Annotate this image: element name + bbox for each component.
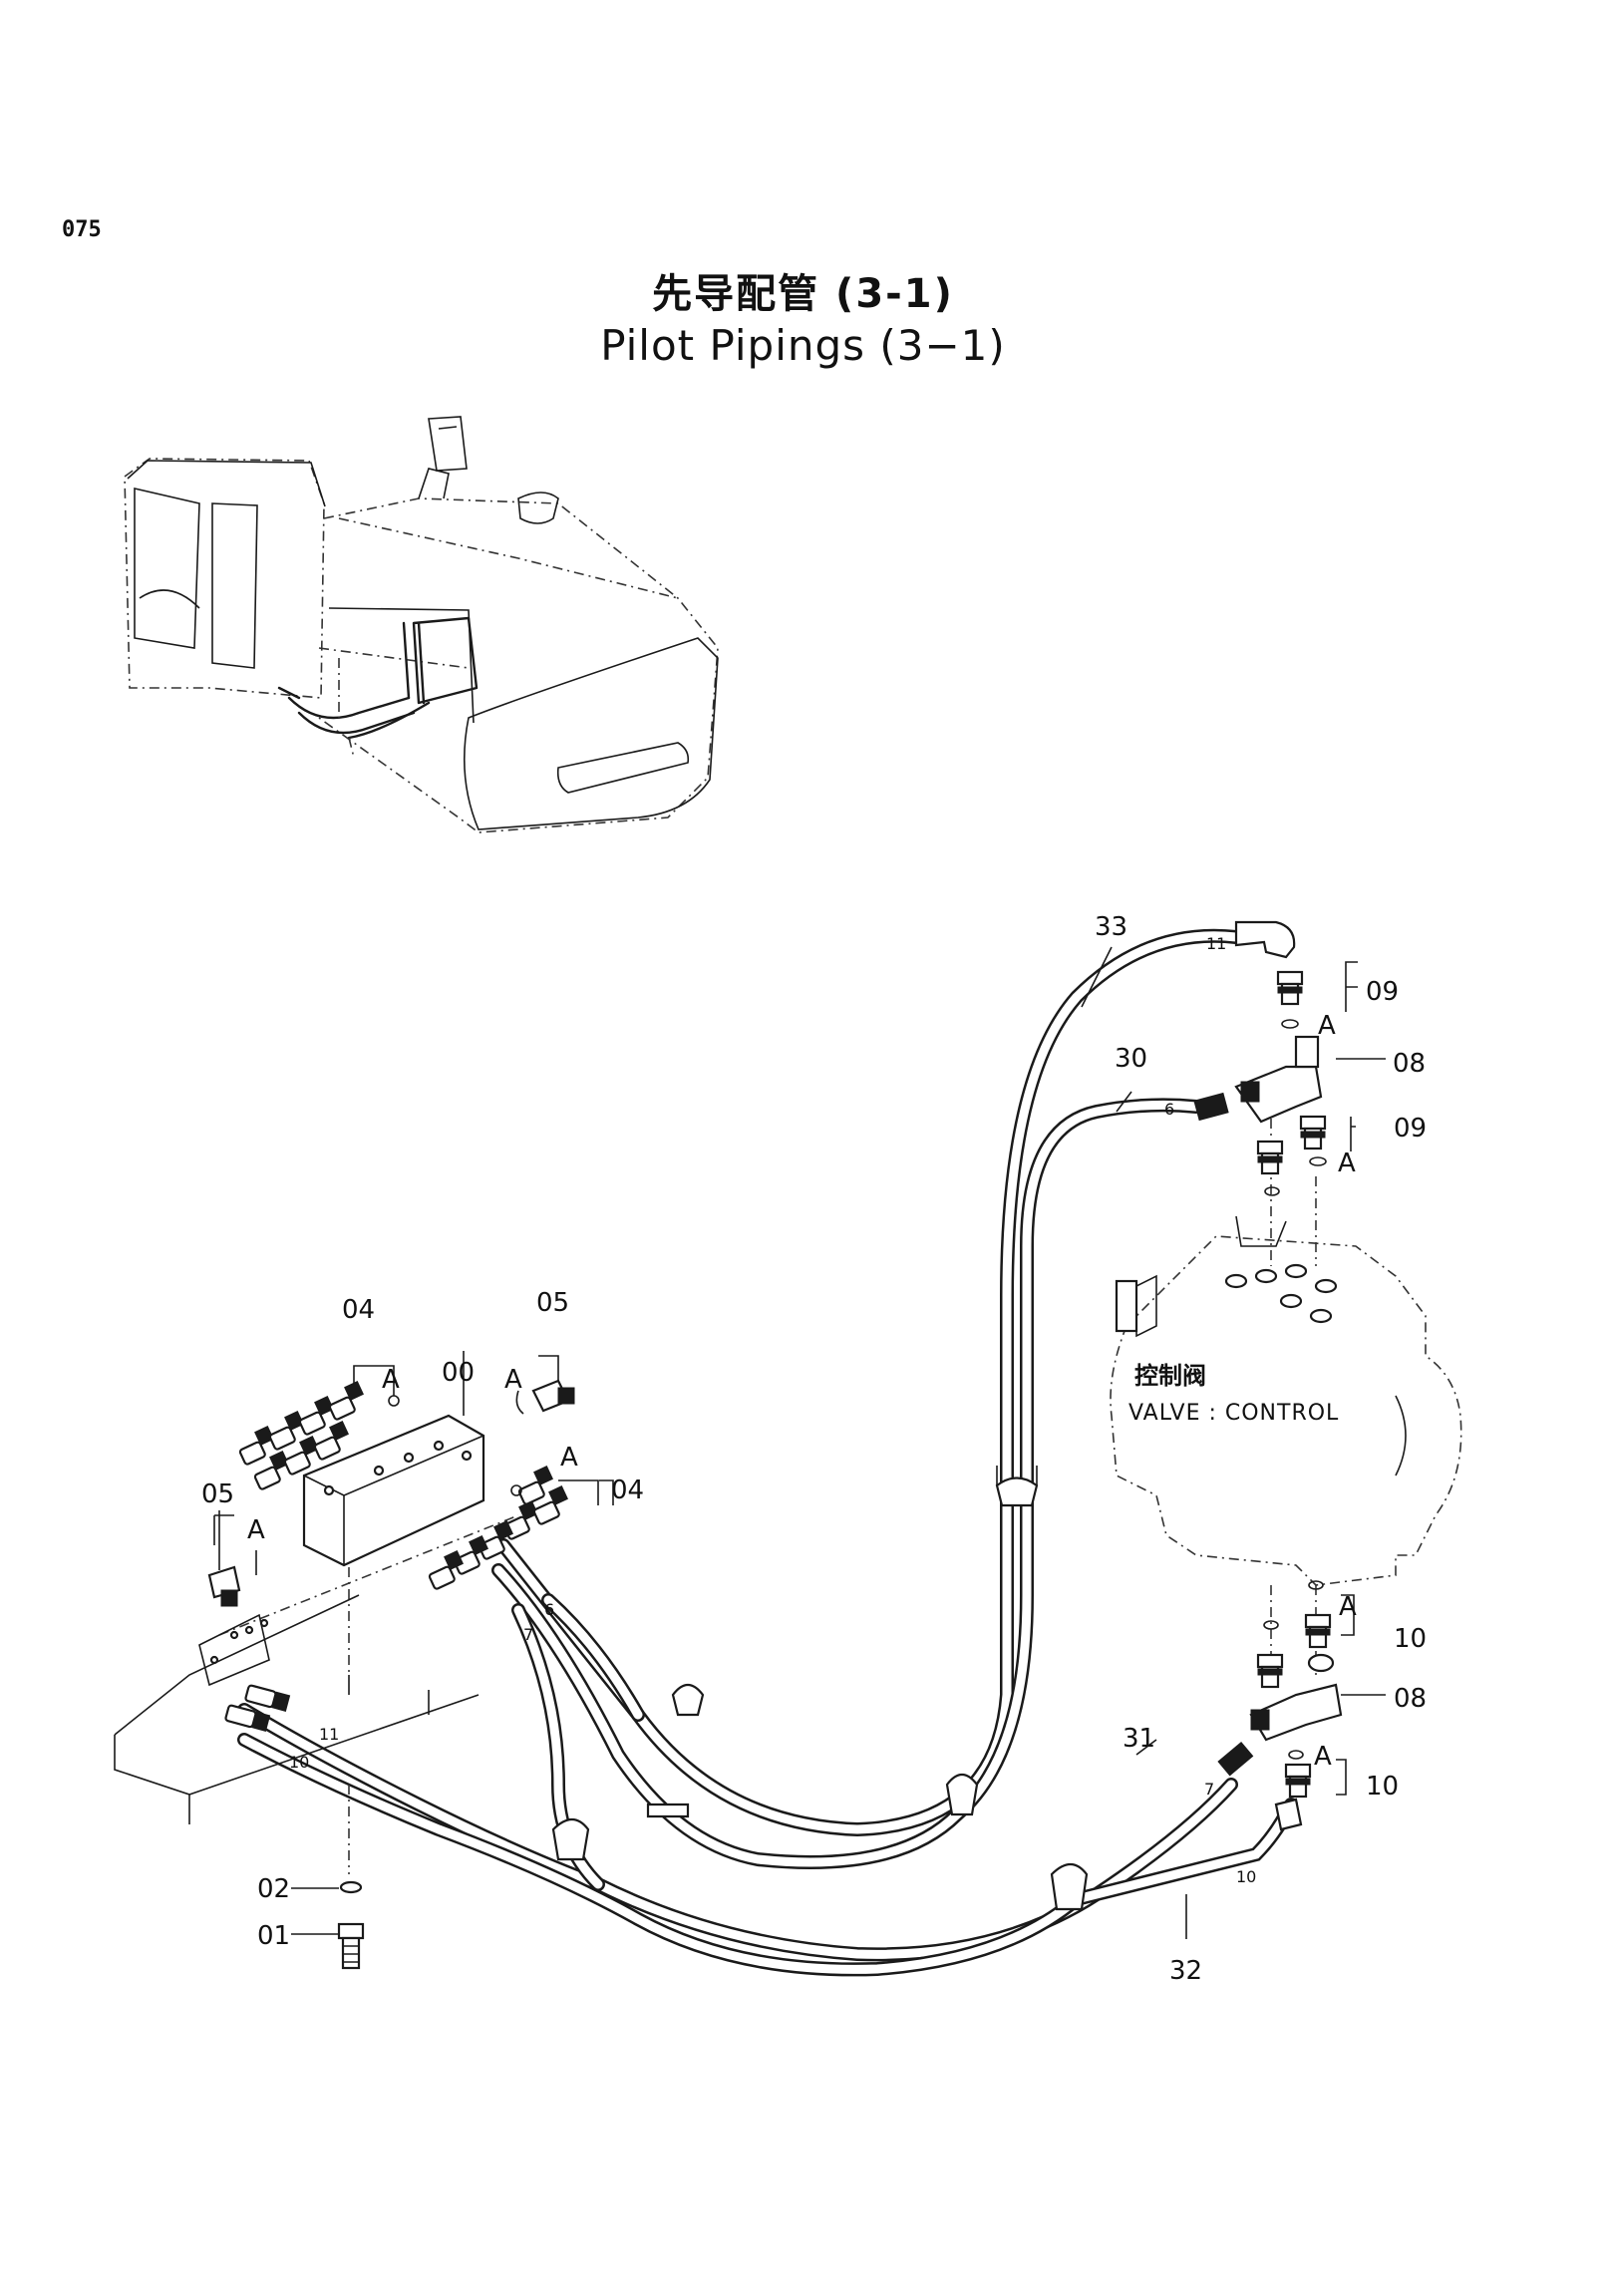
callout-31: 31 xyxy=(1123,1724,1155,1754)
fitting-05-upper xyxy=(515,1355,575,1415)
port-11-top: 11 xyxy=(1206,934,1226,953)
detail-a-8: A xyxy=(247,1515,265,1545)
callout-09-upper: 09 xyxy=(1366,977,1399,1007)
fittings-04-upper xyxy=(238,1365,400,1490)
callout-33: 33 xyxy=(1095,912,1127,942)
port-10-valve: 10 xyxy=(1236,1867,1256,1886)
hose-clamps xyxy=(551,1466,1089,1911)
leader-lines xyxy=(213,946,1386,1939)
callout-02: 02 xyxy=(257,1874,290,1904)
port-numbers: 11 6 6 7 7 11 10 10 xyxy=(289,934,1256,1886)
callout-10-lower: 10 xyxy=(1366,1772,1399,1802)
callout-08-upper: 08 xyxy=(1393,1049,1426,1079)
excavator-overview-illustration xyxy=(124,416,719,833)
fittings-04-lower xyxy=(428,1466,599,1590)
callout-01: 01 xyxy=(257,1921,290,1951)
port-10-bracket: 10 xyxy=(289,1753,309,1772)
callout-32: 32 xyxy=(1169,1956,1202,1986)
callout-00: 00 xyxy=(442,1358,475,1388)
callout-05-lower: 05 xyxy=(201,1479,234,1509)
port-11-bracket: 11 xyxy=(319,1725,339,1744)
port-7-manifold: 7 xyxy=(523,1625,533,1644)
diagram-title-chinese: 先导配管 (3-1) xyxy=(652,271,954,317)
detail-a-2: A xyxy=(1338,1148,1356,1178)
detail-a-7: A xyxy=(560,1443,578,1473)
detail-a-6: A xyxy=(504,1365,522,1395)
valve-lower-fittings xyxy=(1217,1580,1343,1831)
port-7-valve: 7 xyxy=(1204,1780,1214,1799)
part-callouts: 33 30 09 08 09 10 08 10 31 32 04 05 00 0… xyxy=(201,912,1427,1986)
detail-a-3: A xyxy=(1339,1592,1357,1622)
valve-upper-fittings xyxy=(1193,920,1327,1196)
fitting-05-lower xyxy=(207,1510,257,1607)
detail-a-4: A xyxy=(1314,1742,1332,1772)
callout-04-lower: 04 xyxy=(611,1476,644,1505)
callout-04-upper: 04 xyxy=(342,1295,375,1325)
valve-label-english: VALVE : CONTROL xyxy=(1128,1401,1339,1426)
callout-10-upper: 10 xyxy=(1394,1624,1427,1654)
valve-label-chinese: 控制阀 xyxy=(1134,1362,1206,1390)
port-6-manifold: 6 xyxy=(544,1600,554,1619)
mounting-bracket xyxy=(114,1514,519,1824)
callout-05-upper: 05 xyxy=(536,1288,569,1318)
callout-09-lower: 09 xyxy=(1394,1114,1427,1144)
port-6-top: 6 xyxy=(1164,1100,1174,1119)
detail-a-5: A xyxy=(382,1365,400,1395)
detail-a-markers: A A A A A A A A A xyxy=(247,1011,1357,1772)
manifold-block xyxy=(302,1414,485,1675)
bolt-and-clip xyxy=(291,1785,365,1970)
diagram-title-english: Pilot Pipings (3−1) xyxy=(600,321,1006,370)
page-number: 075 xyxy=(62,217,102,242)
callout-30: 30 xyxy=(1115,1044,1147,1074)
detail-a-1: A xyxy=(1318,1011,1336,1041)
callout-08-lower: 08 xyxy=(1394,1684,1427,1714)
control-valve-body: 控制阀 VALVE : CONTROL xyxy=(1110,1097,1462,1675)
